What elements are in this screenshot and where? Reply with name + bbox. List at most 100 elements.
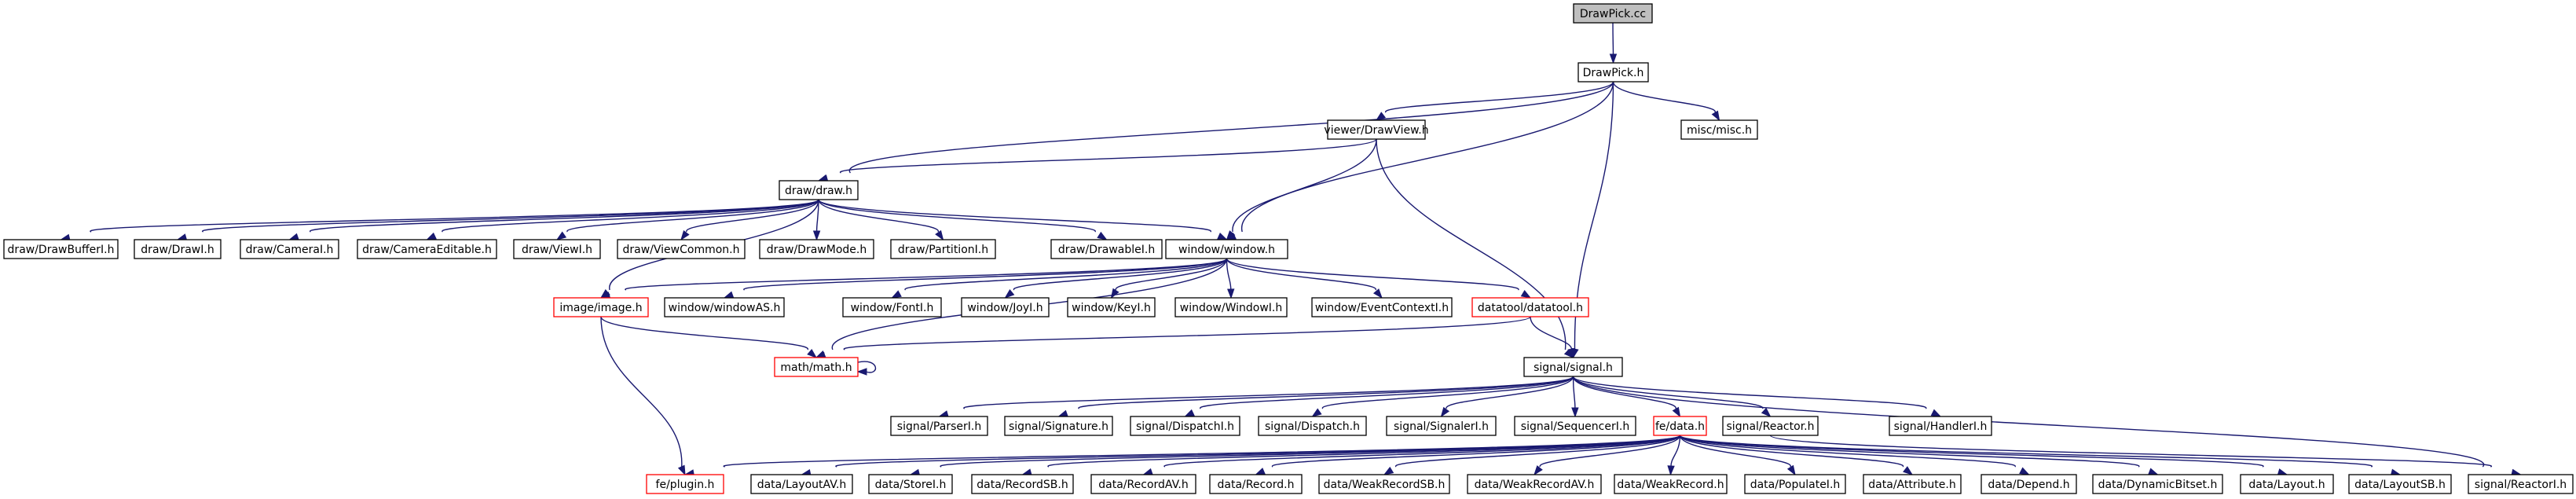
node-image-image[interactable]: image/image.h [553,297,649,317]
edge-line [1572,376,1676,409]
node-signal-dispatch[interactable]: signal/Dispatch.h [1258,416,1367,436]
node-misc-misc[interactable]: misc/misc.h [1680,119,1758,140]
edge-signal_signal-to-signal_dispatch [1311,376,1574,417]
node-draw-drawbufferi[interactable]: draw/DrawBufferI.h [3,239,119,259]
node-signal-signature[interactable]: signal/Signature.h [1004,416,1113,436]
node-box [1471,297,1589,317]
node-box [617,239,746,259]
edge-drawpick_h-to-draw_draw [817,81,1614,183]
edge-draw_draw-to-draw_viewcommon [680,199,819,241]
node-label: signal/ParserI.h [897,420,981,433]
node-window-fonti[interactable]: window/FontI.h [842,297,942,317]
edge-arrowhead [1609,53,1618,64]
node-draw-viewi[interactable]: draw/ViewI.h [513,239,601,259]
edge-fe_data-to-data_layout [1679,435,2288,476]
node-draw-partitioni[interactable]: draw/PartitionI.h [890,239,996,259]
edge-arrowhead [723,291,735,299]
edge-draw_draw-to-draw_drawablei [818,199,1108,240]
node-signal-signaleri[interactable]: signal/SignalerI.h [1386,416,1497,436]
edge-line [963,376,1574,409]
edge-arrowhead [426,232,437,240]
edge-line [843,316,1531,350]
node-window-windowas[interactable]: window/windowAS.h [664,297,785,317]
node-signal-reactori[interactable]: signal/ReactorI.h [2468,474,2574,494]
edge-draw_draw-to-window_window [818,199,1228,240]
edge-line [600,316,808,350]
node-box [842,297,942,317]
node-draw-drawi[interactable]: draw/DrawI.h [134,239,222,259]
edge-layer [60,22,2522,477]
node-draw-camerai[interactable]: draw/CameraI.h [240,239,339,259]
edge-signal_signal-to-signal_parseri [938,376,1574,418]
edge-arrowhead [1667,465,1675,476]
node-box [971,474,1074,494]
edge-line [1232,138,1377,233]
node-box [750,474,853,494]
edge-line [904,258,1228,291]
node-data-recordsb[interactable]: data/RecordSB.h [971,474,1074,494]
edge-line [686,199,819,233]
node-window-window[interactable]: window/window.h [1165,239,1288,259]
node-draw-drawablei[interactable]: draw/DrawableI.h [1050,239,1163,259]
node-draw-viewcommon[interactable]: draw/ViewCommon.h [617,239,746,259]
node-data-layoutsb[interactable]: data/LayoutSB.h [2348,474,2452,494]
node-window-joyi[interactable]: window/JoyI.h [961,297,1050,317]
node-data-weakrecordav[interactable]: data/WeakRecordAV.h [1467,474,1602,494]
node-box [1327,119,1426,140]
edge-line [818,199,939,233]
node-signal-dispatchi[interactable]: signal/DispatchI.h [1130,416,1240,436]
node-datatool-datatool[interactable]: datatool/datatool.h [1471,297,1589,317]
node-data-layoutav[interactable]: data/LayoutAV.h [750,474,853,494]
edge-line [1679,435,2373,468]
node-fe-data[interactable]: fe/data.h [1653,416,1707,436]
node-box [1573,3,1653,24]
node-data-weakrecordsb[interactable]: data/WeakRecordSB.h [1318,474,1450,494]
node-box [1386,416,1497,436]
node-data-layout[interactable]: data/Layout.h [2240,474,2334,494]
node-viewer-drawview[interactable]: viewer/DrawView.h [1324,119,1429,140]
node-label: signal/SignalerI.h [1394,420,1489,433]
node-label: window/WindowI.h [1180,302,1282,314]
node-data-weakrecord[interactable]: data/WeakRecord.h [1614,474,1728,494]
node-label: draw/draw.h [785,185,852,197]
node-draw-drawmode[interactable]: draw/DrawMode.h [759,239,874,259]
node-data-populatei[interactable]: data/PopulateI.h [1744,474,1846,494]
node-window-windowi[interactable]: window/WindowI.h [1174,297,1288,317]
edge-arrowhead [935,229,944,241]
node-signal-sequenceri[interactable]: signal/SequencerI.h [1514,416,1636,436]
node-window-keyi[interactable]: window/KeyI.h [1067,297,1156,317]
edge-arrowhead [1057,409,1068,417]
node-fe-plugin[interactable]: fe/plugin.h [646,474,724,494]
node-label: window/window.h [1178,244,1275,256]
node-label: draw/DrawBufferI.h [8,244,115,256]
node-data-attribute[interactable]: data/Attribute.h [1863,474,1962,494]
node-window-eventcontexti[interactable]: window/EventContextI.h [1311,297,1453,317]
node-label: window/windowAS.h [669,302,781,314]
node-signal-handleri[interactable]: signal/HandlerI.h [1889,416,1992,436]
node-data-dynamicbitset[interactable]: data/DynamicBitset.h [2092,474,2223,494]
edge-window_window-to-window_windowas [723,258,1228,299]
node-box [1523,357,1623,377]
node-signal-parseri[interactable]: signal/ParserI.h [890,416,988,436]
node-draw-cameraeditable[interactable]: draw/CameraEditable.h [357,239,497,259]
edge-line [1679,435,2016,468]
node-label: data/WeakRecordAV.h [1475,479,1595,491]
edge-line [818,199,1211,233]
node-draw-draw[interactable]: draw/draw.h [779,180,859,200]
edge-arrowhead [1534,465,1543,476]
node-signal-signal[interactable]: signal/signal.h [1523,357,1623,377]
node-math-math[interactable]: math/math.h [774,357,859,377]
node-data-depend[interactable]: data/Depend.h [1981,474,2077,494]
edge-line [1013,258,1228,291]
edge-arrowhead [677,464,686,476]
node-signal-reactor[interactable]: signal/Reactor.h [1722,416,1819,436]
node-data-record[interactable]: data/Record.h [1209,474,1303,494]
node-label: data/Layout.h [2248,479,2325,491]
node-data-storei[interactable]: data/StoreI.h [868,474,953,494]
node-label: data/WeakRecordSB.h [1324,479,1446,491]
node-drawpick-h[interactable]: DrawPick.h [1577,62,1649,83]
node-label: image/image.h [559,302,642,314]
node-data-recordav[interactable]: data/RecordAV.h [1090,474,1196,494]
edge-arrowhead [1786,464,1796,476]
